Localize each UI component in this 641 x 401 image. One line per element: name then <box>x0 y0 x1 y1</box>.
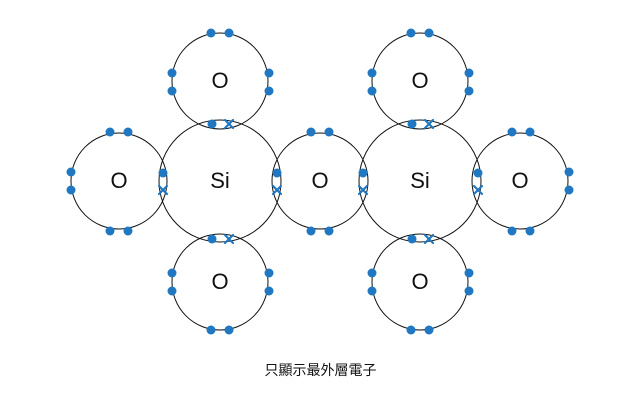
electron-dot <box>507 226 517 236</box>
o-left-bottom-ring <box>171 233 269 331</box>
o-left-top-label: O <box>211 68 228 93</box>
o-right-top-atom: O <box>371 32 469 130</box>
electron-cross <box>423 233 435 245</box>
electron-dot <box>367 286 377 296</box>
electron-cross <box>357 184 369 196</box>
electron-cross <box>423 118 435 130</box>
electron-dot <box>167 68 177 78</box>
o-right-top-label: O <box>411 68 428 93</box>
electron-dot <box>407 234 417 244</box>
electron-dot <box>123 226 133 236</box>
electron-dot <box>207 119 217 129</box>
electron-dot <box>424 28 434 38</box>
electron-cross <box>472 184 484 196</box>
electron-dot <box>207 234 217 244</box>
electron-dot <box>464 86 474 96</box>
electron-cross <box>223 233 235 245</box>
electron-dot <box>167 86 177 96</box>
electron-dot <box>66 167 76 177</box>
electron-dot <box>206 28 216 38</box>
electron-dot <box>525 226 535 236</box>
electron-dot <box>224 325 234 335</box>
electron-dot <box>264 68 274 78</box>
electron-dot <box>324 226 334 236</box>
o-far-right-atom: O <box>471 132 569 230</box>
electron-dot <box>306 127 316 137</box>
o-right-bottom-ring <box>371 233 469 331</box>
electron-dot <box>564 167 574 177</box>
electron-dot <box>406 325 416 335</box>
si-right-label: Si <box>410 168 430 193</box>
electron-dot <box>105 127 115 137</box>
electron-dot <box>264 86 274 96</box>
o-bridge-ring <box>271 132 369 230</box>
electron-dot <box>406 28 416 38</box>
electron-dot <box>167 286 177 296</box>
o-left-bottom-atom: O <box>171 233 269 331</box>
o-bridge-atom: O <box>271 132 369 230</box>
bonding-electrons <box>157 118 484 245</box>
electron-dot <box>158 168 168 178</box>
electron-dot <box>358 168 368 178</box>
electron-dot <box>464 268 474 278</box>
electron-dot <box>473 168 483 178</box>
electron-dot <box>66 185 76 195</box>
si-right-atom: Si <box>358 119 482 243</box>
electron-dot <box>367 86 377 96</box>
si-right-ring <box>358 119 482 243</box>
electron-dot <box>105 226 115 236</box>
o-right-bottom-label: O <box>411 269 428 294</box>
electron-dot <box>367 268 377 278</box>
o-right-bottom-atom: O <box>371 233 469 331</box>
electron-dot <box>123 127 133 137</box>
o-far-left-ring <box>70 132 168 230</box>
si-left-atom: Si <box>158 119 282 243</box>
si-left-ring <box>158 119 282 243</box>
o-bridge-label: O <box>311 168 328 193</box>
electron-dot <box>272 168 282 178</box>
o-far-right-label: O <box>511 168 528 193</box>
electron-dot <box>306 226 316 236</box>
o-far-left-label: O <box>110 168 127 193</box>
electron-dot <box>264 268 274 278</box>
electron-dot <box>367 68 377 78</box>
electron-cross <box>223 118 235 130</box>
electron-dot <box>324 127 334 137</box>
electron-dot <box>224 28 234 38</box>
electron-dot <box>525 127 535 137</box>
electron-dot <box>424 325 434 335</box>
electron-dot <box>507 127 517 137</box>
o-left-top-ring <box>171 32 269 130</box>
electron-dot <box>407 119 417 129</box>
electron-cross <box>271 184 283 196</box>
o-left-top-atom: O <box>171 32 269 130</box>
electron-dot <box>464 68 474 78</box>
lone-pair-electrons <box>66 28 574 335</box>
electron-dot <box>206 325 216 335</box>
o-left-bottom-label: O <box>211 269 228 294</box>
electron-cross <box>157 184 169 196</box>
electron-dot <box>264 286 274 296</box>
electron-dot <box>564 185 574 195</box>
electron-dot <box>464 286 474 296</box>
o-far-left-atom: O <box>70 132 168 230</box>
diagram-caption: 只顯示最外層電子 <box>264 363 377 379</box>
electron-dot <box>167 268 177 278</box>
o-far-right-ring <box>471 132 569 230</box>
o-right-top-ring <box>371 32 469 130</box>
si-left-label: Si <box>210 168 230 193</box>
